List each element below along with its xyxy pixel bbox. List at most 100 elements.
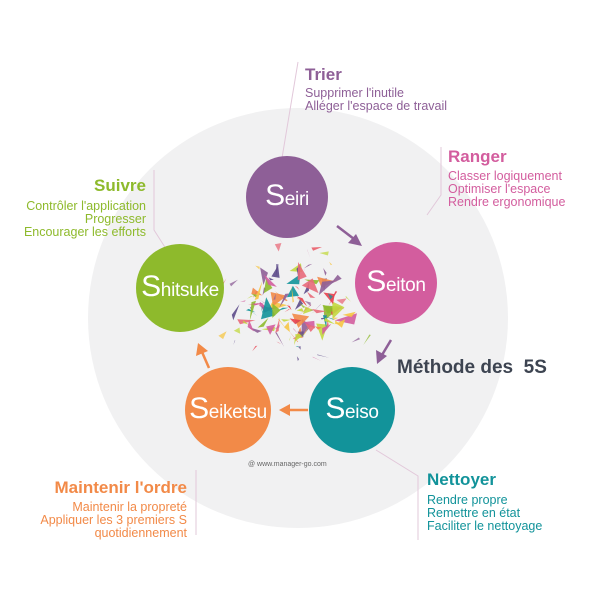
mosaic-shard bbox=[275, 332, 284, 347]
seiketsu-description-line: Appliquer les 3 premiers S bbox=[40, 513, 187, 527]
mosaic-shard bbox=[304, 300, 311, 307]
mosaic-shard bbox=[303, 306, 314, 314]
seiton-description-line: Classer logiquement bbox=[448, 169, 562, 183]
mosaic-shard bbox=[312, 356, 322, 362]
mosaic-shard bbox=[279, 293, 290, 308]
mosaic-shard bbox=[272, 303, 281, 318]
mosaic-shard bbox=[278, 318, 287, 330]
mosaic-shard bbox=[284, 321, 290, 332]
mosaic-shard bbox=[363, 334, 371, 345]
mosaic-shard bbox=[332, 301, 345, 320]
mosaic-shard bbox=[263, 278, 273, 294]
mosaic-shard bbox=[260, 267, 268, 285]
mosaic-shard bbox=[319, 251, 329, 256]
shitsuke-circle bbox=[136, 244, 224, 332]
arrow-seiri-to-seiton bbox=[336, 225, 362, 246]
mosaic-shard bbox=[275, 305, 282, 307]
shitsuke-description-line: Progresser bbox=[84, 212, 146, 226]
mosaic-shard bbox=[303, 269, 305, 271]
mosaic-shard bbox=[324, 317, 336, 325]
mosaic-shard bbox=[307, 249, 311, 259]
credit-text: @ www.manager-go.com bbox=[248, 461, 327, 468]
mosaic-shard bbox=[276, 341, 282, 344]
mosaic-shard bbox=[294, 299, 304, 310]
seiso-description: Rendre propre Remettre en état Faciliter… bbox=[427, 494, 542, 533]
mosaic-shard bbox=[284, 308, 290, 313]
mosaic-shard bbox=[296, 296, 308, 307]
mosaic-shard bbox=[296, 356, 300, 362]
seiton-circle bbox=[355, 242, 437, 324]
mosaic-shard bbox=[322, 324, 332, 335]
mosaic-shard bbox=[301, 319, 312, 338]
mosaic-shard bbox=[263, 274, 277, 287]
mosaic-shard bbox=[229, 279, 238, 287]
mosaic-shard bbox=[332, 317, 339, 320]
seiri-circle bbox=[246, 156, 328, 238]
mosaic-shard bbox=[233, 327, 241, 334]
mosaic-shard bbox=[297, 298, 307, 305]
mosaic-shard bbox=[260, 305, 263, 314]
mosaic-shard bbox=[288, 330, 299, 343]
mosaic-shard bbox=[270, 292, 287, 307]
mosaic-shard bbox=[326, 320, 329, 327]
mosaic-shard bbox=[294, 318, 307, 324]
mosaic-shard bbox=[261, 297, 276, 320]
mosaic-shard bbox=[266, 324, 276, 335]
mosaic-shard bbox=[277, 307, 289, 311]
mosaic-shard bbox=[336, 319, 346, 328]
mosaic-shard bbox=[286, 285, 299, 298]
mosaic-shard bbox=[345, 296, 351, 302]
seiri-label: Seiri bbox=[265, 179, 309, 212]
mosaic-shard bbox=[330, 274, 342, 285]
seiri-description-line: Supprimer l'inutile bbox=[305, 86, 404, 100]
mosaic-shard bbox=[231, 304, 240, 321]
mosaic-shard bbox=[335, 320, 342, 325]
mosaic-shard bbox=[351, 337, 360, 343]
mosaic-shard bbox=[273, 293, 276, 300]
central-mosaic-illustration bbox=[214, 243, 386, 362]
mosaic-shard bbox=[286, 305, 292, 311]
shitsuke-label: Shitsuke bbox=[141, 270, 219, 303]
seiketsu-circle bbox=[185, 367, 271, 453]
seiton-description-title: Ranger bbox=[448, 147, 507, 166]
mosaic-shard bbox=[287, 303, 291, 306]
leader-line-seiri bbox=[281, 61, 299, 159]
mosaic-shard bbox=[221, 278, 227, 285]
mosaic-shard bbox=[299, 302, 306, 308]
mosaic-shard bbox=[305, 323, 316, 332]
mosaic-shard bbox=[242, 320, 250, 325]
mosaic-shard bbox=[255, 265, 260, 270]
seiso-description-line: Rendre propre bbox=[427, 493, 508, 507]
mosaic-shard bbox=[254, 281, 263, 300]
mosaic-shard bbox=[303, 263, 313, 269]
mosaic-shard bbox=[292, 335, 298, 340]
seiton-label: Seiton bbox=[366, 265, 426, 298]
seiton-description-line: Rendre ergonomique bbox=[448, 195, 566, 209]
seiri-description-line: Alléger l'espace de travail bbox=[305, 99, 448, 113]
mosaic-shard bbox=[336, 298, 347, 305]
mosaic-shard bbox=[267, 301, 288, 312]
mosaic-shard bbox=[294, 285, 300, 291]
mosaic-shard bbox=[257, 317, 269, 328]
mosaic-shard bbox=[303, 325, 309, 335]
seiketsu-description: Maintenir la propreté Appliquer les 3 pr… bbox=[40, 501, 187, 540]
mosaic-shard bbox=[317, 354, 330, 358]
mosaic-shard bbox=[251, 302, 265, 306]
mosaic-shard bbox=[324, 316, 334, 320]
seiketsu-description-line: Maintenir la propreté bbox=[72, 500, 187, 514]
mosaic-shard bbox=[329, 261, 333, 266]
mosaic-shard bbox=[309, 309, 314, 311]
mosaic-shard bbox=[323, 292, 335, 305]
mosaic-shard bbox=[237, 319, 256, 325]
mosaic-shard bbox=[323, 268, 327, 276]
arrow-seiketsu-to-shitsuke bbox=[196, 343, 211, 369]
mosaic-shard bbox=[240, 300, 246, 302]
mosaic-shard bbox=[327, 293, 333, 300]
mosaic-shard bbox=[218, 331, 227, 340]
cycle-arrows bbox=[196, 225, 393, 416]
mosaic-shard bbox=[275, 264, 279, 277]
seiri-description-title: Trier bbox=[305, 65, 342, 84]
leader-line-seiso bbox=[375, 449, 419, 540]
seiketsu-description-title: Maintenir l'ordre bbox=[54, 478, 187, 497]
